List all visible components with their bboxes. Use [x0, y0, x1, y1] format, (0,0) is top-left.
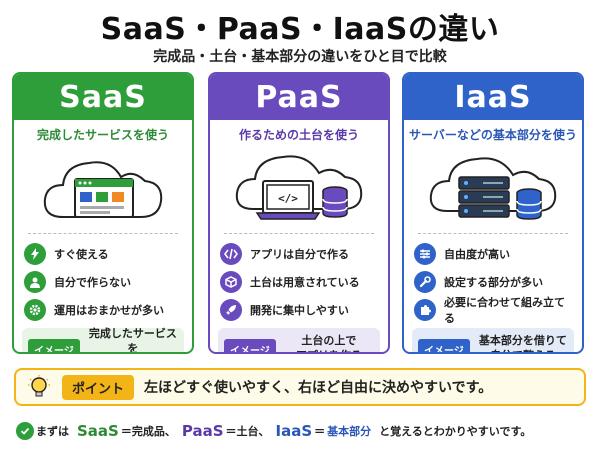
- card-paas-features: アプリは自分で作る 土台は用意されている 開発に集中しやすい: [220, 240, 378, 324]
- page-title: SaaS・PaaS・IaaSの違い: [100, 12, 500, 47]
- feature-label: 土台は用意されている: [250, 276, 360, 289]
- summary-iaas-eq: ＝: [314, 425, 326, 438]
- feature-item: 自由度が高い: [414, 240, 572, 268]
- lightbulb-icon: [28, 375, 50, 397]
- summary-paas-eq: ＝土台、: [225, 425, 270, 438]
- card-saas-tagline: 完成したサービスを使う: [36, 128, 169, 142]
- cloud-server-database-icon: [429, 157, 557, 220]
- rocket-icon: [220, 299, 242, 321]
- feature-label: すぐ使える: [54, 248, 109, 261]
- card-saas-features: すぐ使える 自分で作らない 運用はおまかせが多い: [24, 240, 182, 324]
- image-label: イメージ: [28, 338, 80, 352]
- card-iaas-tagline: サーバーなどの基本部分を使う: [409, 128, 577, 142]
- image-text: 完成したサービスを そのまま使う: [88, 326, 177, 354]
- feature-item: 必要に合わせて組み立てる: [414, 296, 572, 325]
- svg-text:</>: </>: [278, 192, 298, 205]
- person-icon: [24, 271, 46, 293]
- feature-label: 設定する部分が多い: [444, 276, 543, 289]
- cloud-browser-icon: [43, 161, 163, 218]
- card-paas: PaaS 作るための土台を使う </> アプリは自分で作る 土台は用意されている…: [208, 72, 390, 354]
- card-divider: [224, 233, 374, 234]
- feature-item: 設定する部分が多い: [414, 268, 572, 296]
- summary-line: まずは SaaS ＝完成品、 PaaS ＝土台、 IaaS ＝ 基本部分 と覚え…: [16, 420, 596, 442]
- summary-iaas: IaaS: [275, 422, 313, 440]
- cloud-server-illustration: [423, 147, 563, 229]
- sliders-icon: [414, 243, 436, 265]
- image-label: イメージ: [418, 338, 470, 352]
- card-saas: SaaS 完成したサービスを使う すぐ使える 自分で作らない 運用はおまかせが多…: [12, 72, 194, 354]
- feature-label: 自分で作らない: [54, 276, 131, 289]
- cube-icon: [220, 271, 242, 293]
- image-text: 基本部分を借りて 自分で整える: [478, 334, 567, 352]
- feature-item: すぐ使える: [24, 240, 182, 268]
- card-iaas-features: 自由度が高い 設定する部分が多い 必要に合わせて組み立てる: [414, 240, 572, 325]
- card-paas-tagline: 作るための土台を使う: [238, 128, 359, 142]
- feature-item: 土台は用意されている: [220, 268, 378, 296]
- feature-label: 開発に集中しやすい: [250, 304, 349, 317]
- lightning-icon: [24, 243, 46, 265]
- card-iaas-image-box: イメージ 基本部分を借りて 自分で整える: [412, 328, 574, 352]
- summary-saas-eq: ＝完成品、: [120, 425, 176, 438]
- card-iaas: IaaS サーバーなどの基本部分を使う 自由度が高い 設定する部分が多い 必要に…: [402, 72, 584, 354]
- feature-item: アプリは自分で作る: [220, 240, 378, 268]
- card-paas-title: PaaS: [210, 74, 388, 120]
- image-text: 土台の上で アプリを作る: [296, 334, 362, 352]
- feature-item: 運用はおまかせが多い: [24, 296, 182, 324]
- feature-label: 必要に合わせて組み立てる: [444, 296, 565, 325]
- card-divider: [28, 233, 178, 234]
- summary-suffix: と覚えるとわかりやすいです。: [379, 425, 532, 438]
- cloud-app-illustration: [33, 147, 173, 229]
- feature-item: 開発に集中しやすい: [220, 296, 378, 324]
- page-subtitle: 完成品・土台・基本部分の違いをひと目で比較: [153, 49, 447, 65]
- card-iaas-title: IaaS: [404, 74, 582, 120]
- feature-item: 自分で作らない: [24, 268, 182, 296]
- card-paas-image-box: イメージ 土台の上で アプリを作る: [218, 328, 380, 352]
- card-saas-image-box: イメージ 完成したサービスを そのまま使う: [22, 326, 184, 354]
- cloud-laptop-database-icon: </>: [235, 155, 363, 220]
- summary-prefix: まずは: [36, 425, 69, 438]
- image-label: イメージ: [224, 338, 276, 352]
- cloud-laptop-illustration: </>: [229, 147, 369, 229]
- puzzle-icon: [414, 299, 436, 321]
- summary-iaas-value: 基本部分: [327, 425, 372, 438]
- card-saas-title: SaaS: [14, 74, 192, 120]
- feature-label: 自由度が高い: [444, 248, 510, 261]
- wrench-icon: [414, 271, 436, 293]
- gear-icon: [24, 299, 46, 321]
- card-divider: [418, 233, 568, 234]
- point-text: 左ほどすぐ使いやすく、右ほど自由に決めやすいです。: [144, 380, 493, 396]
- point-callout: ポイント 左ほどすぐ使いやすく、右ほど自由に決めやすいです。: [14, 368, 586, 406]
- summary-paas: PaaS: [181, 422, 224, 440]
- feature-label: アプリは自分で作る: [250, 248, 349, 261]
- check-icon: [16, 422, 34, 440]
- point-label: ポイント: [62, 374, 135, 400]
- code-icon: [220, 243, 242, 265]
- summary-saas: SaaS: [77, 422, 119, 440]
- feature-label: 運用はおまかせが多い: [54, 304, 164, 317]
